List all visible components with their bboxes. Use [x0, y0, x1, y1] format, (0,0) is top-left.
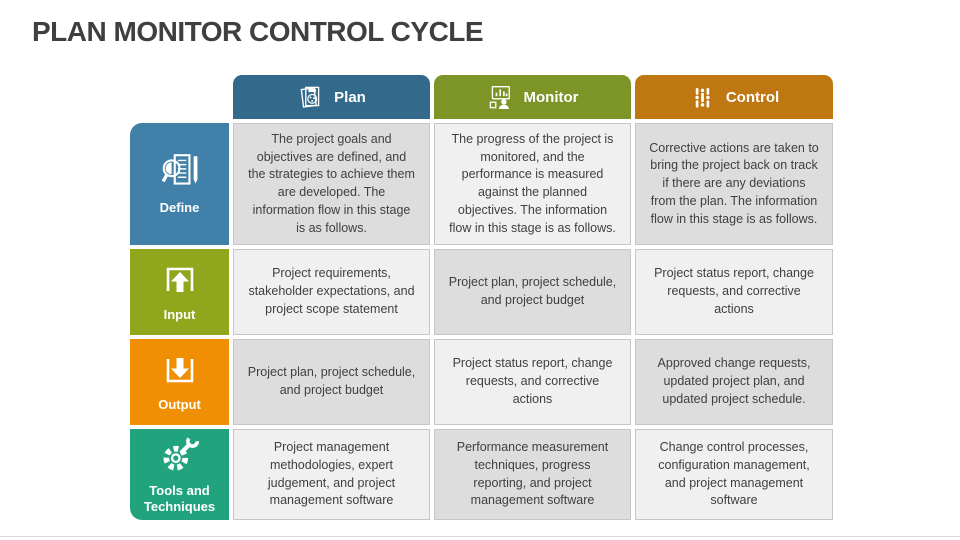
row-header-tools-and-techniques: Tools and Techniques — [130, 429, 229, 520]
cell-define-control: Corrective actions are taken to bring th… — [635, 123, 833, 245]
column-header-label: Control — [725, 88, 780, 106]
row-header-define: Define — [130, 123, 229, 245]
column-header-control: Control — [635, 75, 833, 119]
cell-define-monitor: The progress of the project is monitored… — [434, 123, 631, 245]
cell-tools-control: Change control processes, configuration … — [635, 429, 833, 520]
footer-divider — [0, 536, 960, 537]
row-header-output: Output — [130, 339, 229, 425]
column-header-label: Monitor — [523, 88, 579, 106]
cell-input-control: Project status report, change requests, … — [635, 249, 833, 335]
gear-wrench-icon — [159, 434, 201, 476]
row-header-label: Tools and Techniques — [143, 482, 216, 514]
cell-input-monitor: Project plan, project schedule, and proj… — [434, 249, 631, 335]
cell-input-plan: Project requirements, stakeholder expect… — [233, 249, 430, 335]
plan-document-chart-icon — [297, 84, 324, 111]
cell-tools-plan: Project management methodologies, expert… — [233, 429, 430, 520]
page-title: PLAN MONITOR CONTROL CYCLE — [32, 16, 484, 47]
cell-define-plan: The project goals and objectives are def… — [233, 123, 430, 245]
magnifier-document-icon — [159, 151, 201, 193]
corner-spacer — [130, 75, 229, 119]
cell-output-plan: Project plan, project schedule, and proj… — [233, 339, 430, 425]
cell-output-control: Approved change requests, updated projec… — [635, 339, 833, 425]
cell-output-monitor: Project status report, change requests, … — [434, 339, 631, 425]
column-header-plan: Plan — [233, 75, 430, 119]
cell-tools-monitor: Performance measurement techniques, prog… — [434, 429, 631, 520]
control-sliders-icon — [689, 84, 716, 111]
row-header-label: Define — [159, 200, 200, 216]
upload-arrow-icon — [160, 260, 200, 300]
row-header-label: Input — [163, 307, 196, 323]
column-header-label: Plan — [334, 88, 366, 106]
download-arrow-icon — [160, 350, 200, 390]
row-header-input: Input — [130, 249, 229, 335]
row-header-label: Output — [158, 397, 201, 413]
matrix-table: Plan Monitor — [130, 75, 833, 520]
column-header-monitor: Monitor — [434, 75, 631, 119]
monitor-presentation-icon — [487, 84, 514, 111]
